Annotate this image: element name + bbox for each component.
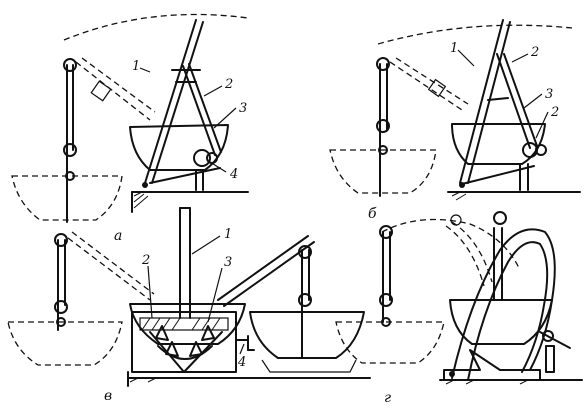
panel-b: 1 2 3 2 б (329, 19, 581, 222)
panel-g-sublabel: г (384, 390, 391, 406)
callout-v-3: 3 (224, 255, 232, 270)
callout-a-1: 1 (132, 59, 140, 74)
callout-b-2b: 2 (550, 105, 559, 120)
callout-b-2: 2 (530, 45, 539, 60)
panel-a: 1 2 3 4 а (11, 13, 249, 244)
callout-a-4: 4 (229, 167, 238, 182)
panel-a-sublabel: а (114, 228, 122, 244)
callout-v-2: 2 (141, 253, 150, 268)
callout-a-3: 3 (239, 101, 247, 116)
callout-v-1: 1 (224, 227, 232, 242)
callout-b-1: 1 (450, 41, 458, 56)
panel-b-sublabel: б (368, 206, 377, 222)
panel-g: г (335, 211, 583, 406)
callout-v-4: 4 (237, 355, 246, 370)
callout-b-3: 3 (545, 87, 553, 102)
panel-v: 1 2 3 4 в (7, 207, 371, 404)
panel-v-sublabel: в (104, 388, 112, 404)
callout-a-2: 2 (224, 77, 233, 92)
